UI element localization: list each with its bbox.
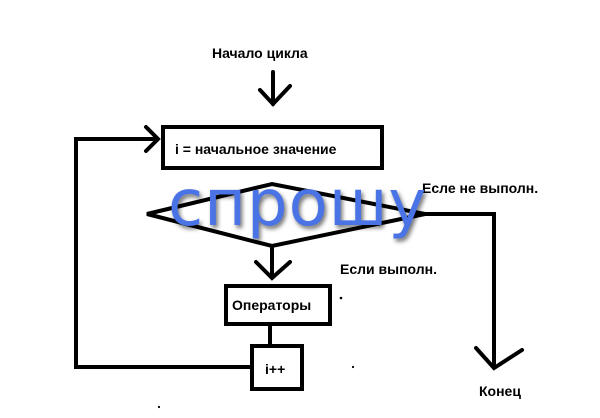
- yes-arrow: [254, 244, 292, 281]
- end-label: Конец: [479, 383, 521, 399]
- init-box: [161, 125, 384, 170]
- start-arrow: [258, 70, 292, 107]
- yes-branch-label: Если выполн.: [340, 261, 437, 277]
- loop-back-arrow: [74, 125, 254, 369]
- stray-speck: [157, 405, 161, 409]
- watermark-text: спрошу: [168, 167, 428, 241]
- start-label: Начало цикла: [212, 45, 308, 61]
- stray-speck: [351, 365, 355, 369]
- increment-box-label: i++: [265, 361, 286, 377]
- no-branch-label: Есле не выполн.: [422, 180, 539, 196]
- operators-box-bar: |: [327, 297, 331, 313]
- no-arrow: [423, 212, 524, 371]
- operators-box-label: Операторы: [232, 297, 312, 313]
- operators-box: [224, 284, 332, 326]
- stray-speck: [339, 296, 343, 300]
- init-box-label: i = начальное значение: [175, 141, 337, 157]
